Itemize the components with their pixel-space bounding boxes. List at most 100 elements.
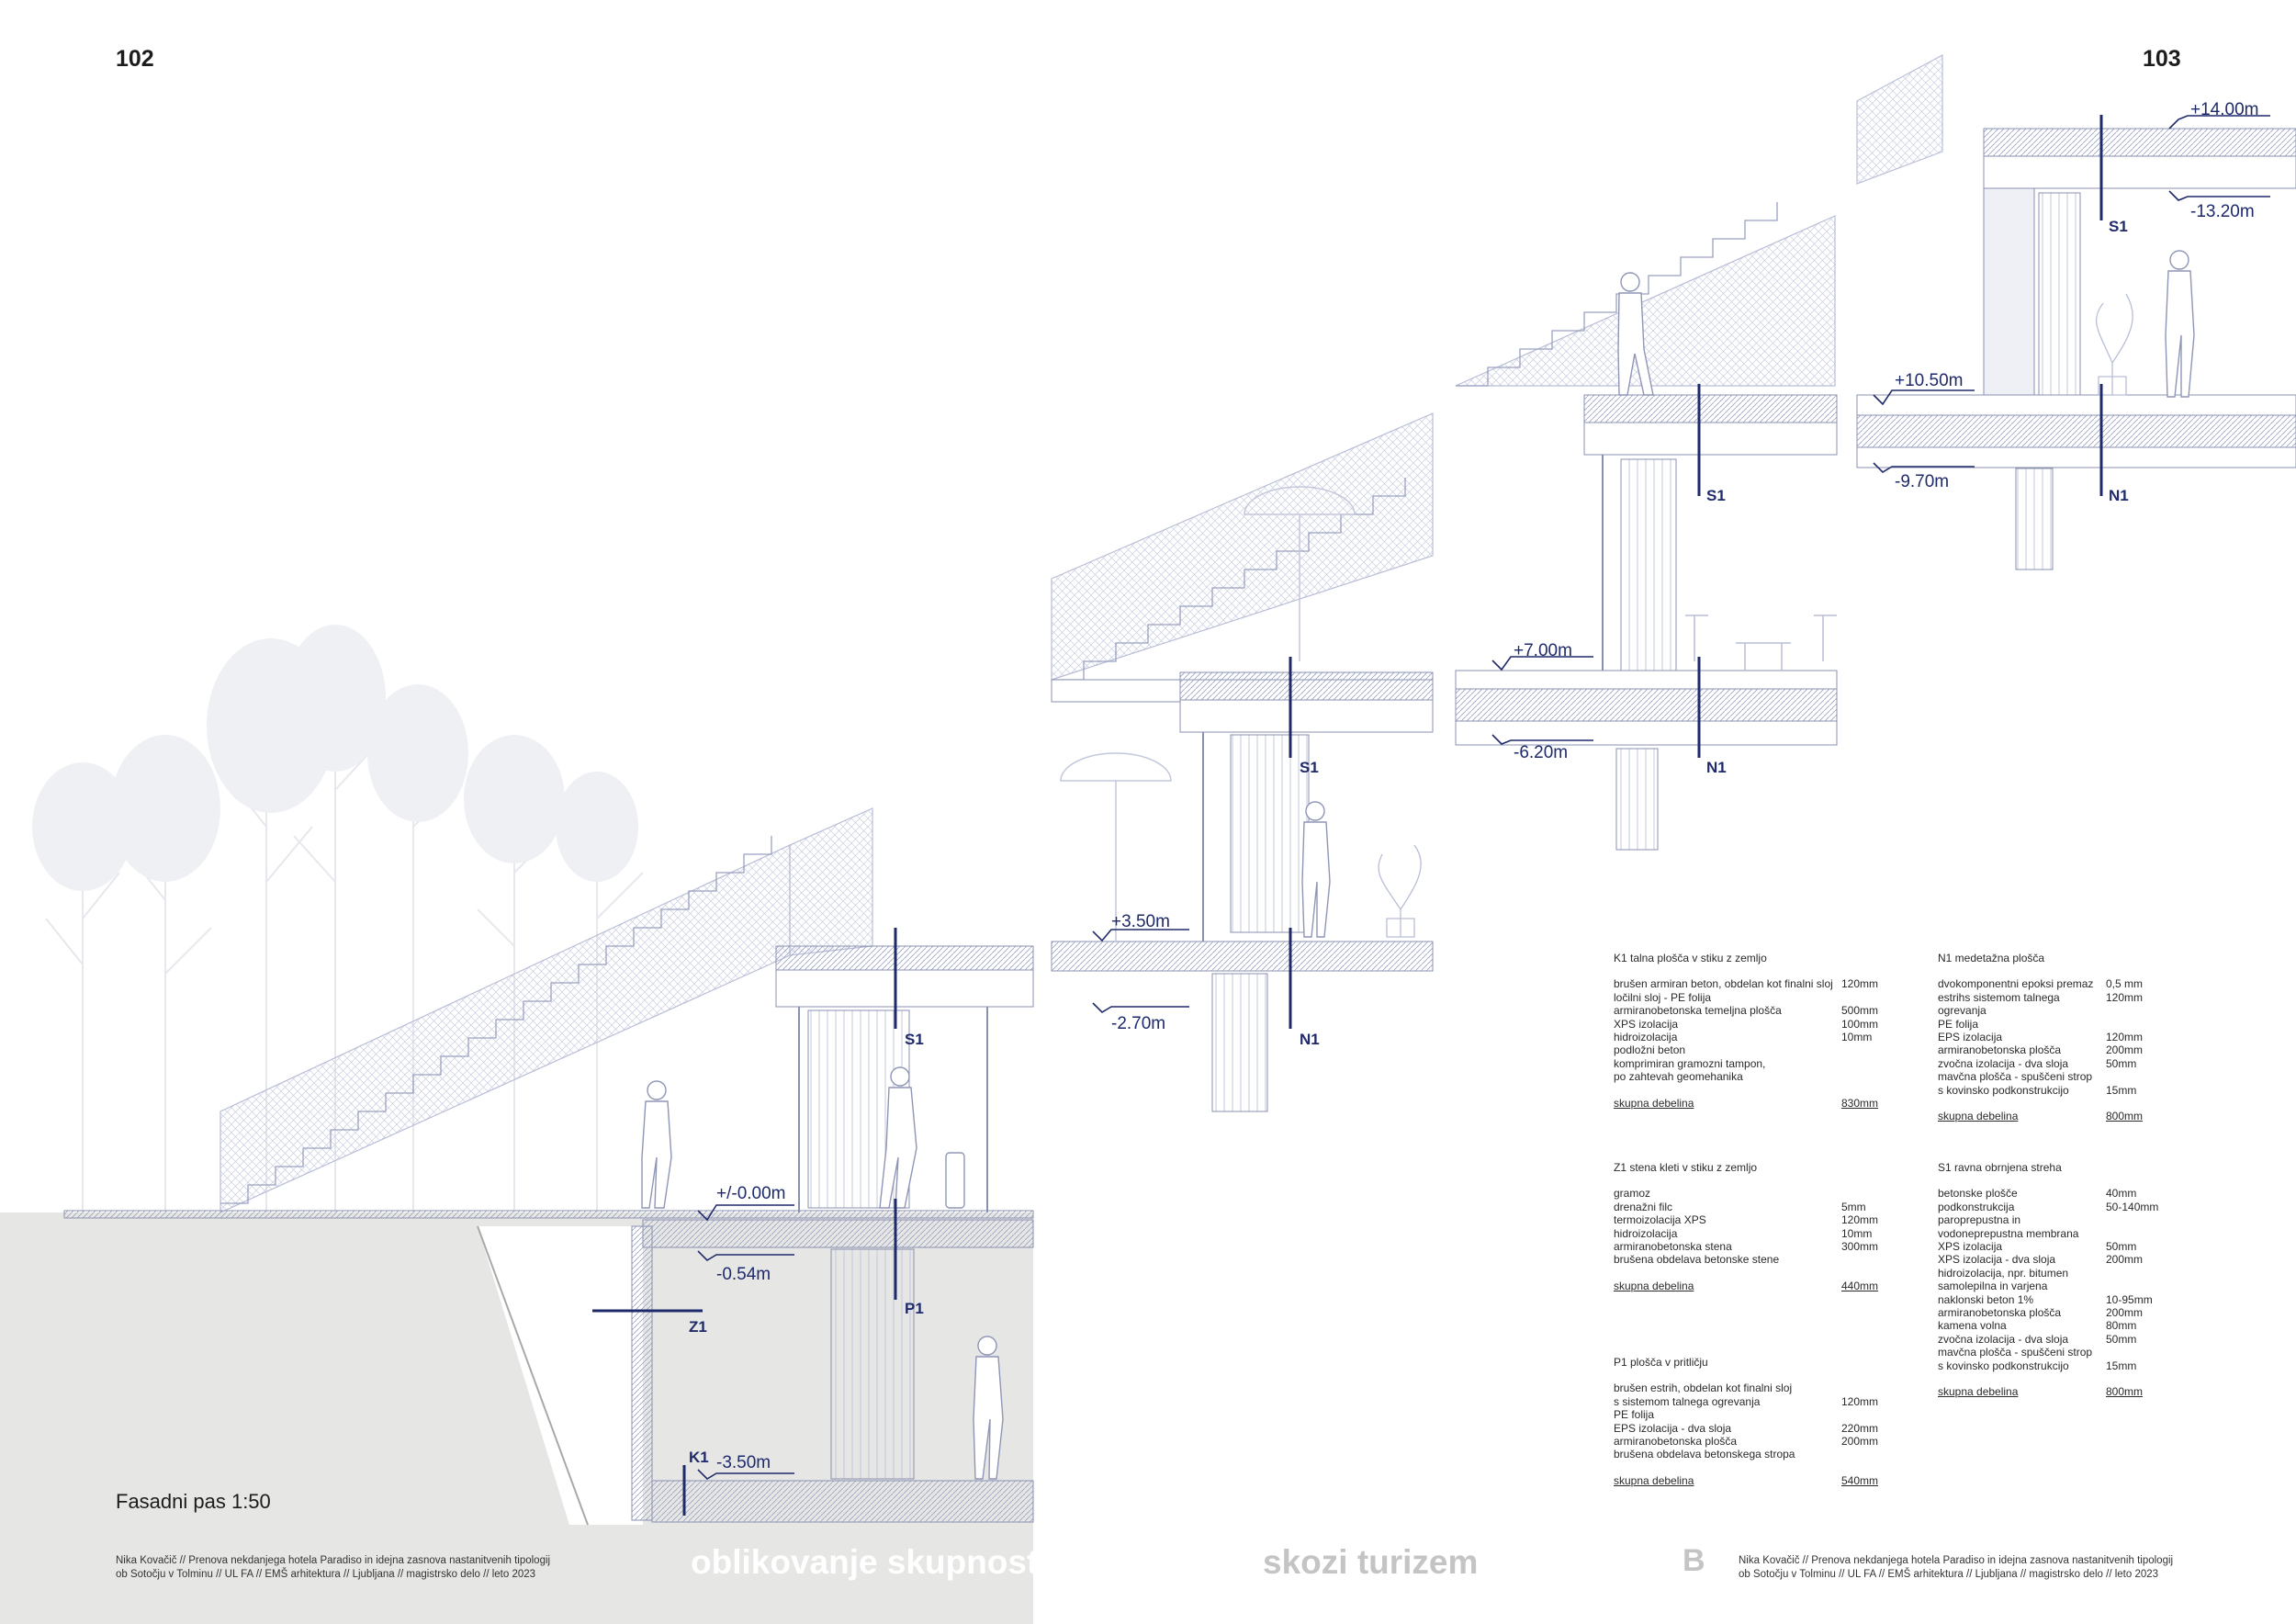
section-label-s1b: S1 (1300, 759, 1319, 776)
spec-s1-layer: mavčna plošča - spuščeni strop (1938, 1346, 2093, 1359)
spec-n1-row: PE folija (1938, 1018, 2163, 1031)
spec-k1-row: ločilni sloj - PE folija (1614, 991, 1889, 1004)
person-6 (2165, 250, 2195, 398)
spec-z1-thickness: 300mm (1841, 1240, 1879, 1254)
spec-n1-row: zvočna izolacija - dva sloja 50mm (1938, 1057, 2163, 1070)
section-label-s1a: S1 (905, 1031, 924, 1048)
spec-s1-title: S1 ravna obrnjena streha (1938, 1161, 2062, 1174)
spec-p1-layer: armiranobetonska plošča (1614, 1435, 1738, 1449)
human-figures (641, 250, 2195, 1480)
spec-s1-total-label: skupna debelina (1938, 1385, 2019, 1399)
credits-left-line-2: ob Sotočju v Tolminu // UL FA // EMŠ arh… (116, 1569, 536, 1580)
spec-z1-layer: termoizolacija XPS (1614, 1213, 1706, 1227)
spec-n1-layer: estrihs sistemom talnega ogrevanja (1938, 990, 2060, 1018)
spec-n1-row: estrihs sistemom talnega ogrevanja 120mm (1938, 991, 2163, 1018)
spec-p1: P1 plošča v pritličju brušen estrih, obd… (1614, 1356, 1889, 1487)
spec-s1-row: betonske plošče 40mm (1938, 1187, 2163, 1200)
spec-s1: S1 ravna obrnjena streha betonske plošče… (1938, 1161, 2163, 1399)
spec-s1-layer: XPS izolacija (1938, 1240, 2003, 1254)
spec-k1-layer: po zahtevah geomehanika (1614, 1070, 1743, 1084)
person-1 (641, 1080, 672, 1209)
spec-z1-row: gramoz (1614, 1187, 1889, 1200)
spec-p1-total-label: skupna debelina (1614, 1473, 1694, 1487)
spec-n1-thickness: 0,5 mm (2106, 977, 2144, 991)
spec-k1-title: K1 talna plošča v stiku z zemljo (1614, 952, 1767, 964)
spec-n1-layer: EPS izolacija (1938, 1031, 2003, 1044)
level-label-l5: +7.00m (1514, 641, 1572, 660)
spec-k1-thickness: 500mm (1841, 1004, 1879, 1018)
credits-left-line-1: Nika Kovačič // Prenova nekdanjega hotel… (116, 1555, 551, 1566)
spec-k1-row: po zahtevah geomehanika (1614, 1070, 1889, 1083)
spec-s1-row: samolepilna in varjena (1938, 1280, 2163, 1292)
spec-n1-thickness: 120mm (2106, 990, 2144, 1004)
spec-n1-thickness: 50mm (2106, 1056, 2137, 1070)
spec-s1-layer: betonske plošče (1938, 1187, 2018, 1201)
spec-n1-thickness: 200mm (2106, 1043, 2144, 1057)
spec-p1-row: EPS izolacija - dva sloja 220mm (1614, 1422, 1889, 1435)
spec-p1-thickness: 220mm (1841, 1421, 1879, 1435)
level-label-l7: +10.50m (1895, 371, 1963, 390)
spec-n1-total: 800mm (2106, 1110, 2144, 1123)
spec-p1-row: PE folija (1614, 1408, 1889, 1421)
module-level-3 (1856, 128, 2296, 570)
spec-z1-total: 440mm (1841, 1279, 1879, 1292)
spec-p1-thickness (1841, 1382, 1889, 1394)
spec-p1-layer: brušen estrih, obdelan kot finalni sloj (1614, 1382, 1793, 1395)
spec-k1-thickness: 10mm (1841, 1031, 1873, 1044)
spec-n1-layer: mavčna plošča - spuščeni strop (1938, 1070, 2093, 1084)
spec-k1-layer: armiranobetonska temeljna plošča (1614, 1004, 1782, 1018)
spec-n1-layer: zvočna izolacija - dva sloja (1938, 1056, 2069, 1070)
spec-k1-layer: podložni beton (1614, 1043, 1686, 1057)
spec-z1-total-label: skupna debelina (1614, 1279, 1694, 1292)
spec-k1-thickness: 100mm (1841, 1017, 1879, 1031)
spec-s1-layer: naklonski beton 1% (1938, 1292, 2034, 1306)
spec-k1-layer: komprimiran gramozni tampon, (1614, 1056, 1766, 1070)
background-foliage (32, 625, 638, 891)
spec-z1-row: brušena obdelava betonske stene (1614, 1253, 1889, 1266)
spec-k1-total: 830mm (1841, 1096, 1879, 1110)
spec-s1-layer: zvočna izolacija - dva sloja (1938, 1332, 2069, 1346)
credits-right-line-2: ob Sotočju v Tolminu // UL FA // EMŠ arh… (1739, 1569, 2159, 1580)
spec-s1-thickness: 50-140mm (2106, 1200, 2159, 1213)
spec-n1-thickness: 15mm (2106, 1083, 2137, 1097)
spec-n1-row: mavčna plošča - spuščeni strop (1938, 1070, 2163, 1083)
section-label-s1d: S1 (2109, 218, 2128, 235)
spec-s1-thickness (2106, 1346, 2163, 1359)
spec-s1-thickness: 200mm (2106, 1253, 2144, 1267)
section-label-s1c: S1 (1706, 487, 1726, 504)
person-5 (1617, 272, 1654, 396)
footer-title-center: skozi turizem (1263, 1543, 1479, 1581)
footer-letter: B (1683, 1543, 1705, 1578)
spec-k1-layer: ločilni sloj - PE folija (1614, 990, 1712, 1004)
spec-s1-layer: podkonstrukcija (1938, 1200, 2015, 1213)
spec-n1-layer: armiranobetonska plošča (1938, 1043, 2062, 1057)
spec-k1: K1 talna plošča v stiku z zemljo brušen … (1614, 952, 1889, 1110)
spec-p1-layer: EPS izolacija - dva sloja (1614, 1421, 1732, 1435)
level-label-l8: -9.70m (1895, 472, 1949, 491)
spec-s1-thickness: 50mm (2106, 1332, 2137, 1346)
spec-z1-layer: drenažni filc (1614, 1200, 1673, 1213)
person-3 (973, 1336, 1004, 1480)
person-2 (879, 1066, 965, 1209)
spec-p1-layer: brušena obdelava betonskega stropa (1614, 1448, 1795, 1461)
spec-p1-total: 540mm (1841, 1473, 1879, 1487)
spec-s1-row: naklonski beton 1%10-95mm (1938, 1293, 2163, 1306)
spec-s1-layer: paroprepustna in (1938, 1213, 2021, 1227)
level-label-l2: -3.50m (716, 1453, 771, 1472)
spec-s1-row: hidroizolacija, npr. bitumen (1938, 1267, 2163, 1280)
person-4 (1301, 801, 1331, 938)
spec-n1: N1 medetažna plošča dvokomponentni epoks… (1938, 952, 2163, 1122)
spec-s1-thickness: 40mm (2106, 1187, 2137, 1201)
spec-z1-thickness (1841, 1187, 1889, 1200)
